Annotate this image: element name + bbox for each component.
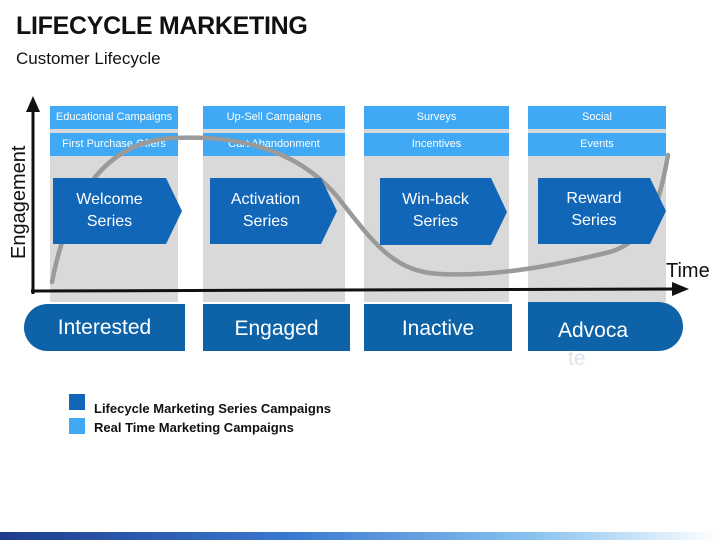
series-arrow-win-back — [380, 178, 507, 245]
realtime-tag-incentives: Incentives — [364, 133, 509, 156]
series-label-line-1: Reward — [566, 190, 622, 207]
realtime-tag-surveys: Surveys — [364, 106, 509, 129]
stage-interested: Interested — [24, 304, 185, 351]
stage-advocate: Advoca te — [528, 302, 683, 370]
y-axis-label: Engagement — [8, 145, 30, 259]
y-axis-arrowhead — [26, 96, 40, 112]
page-subtitle: Customer Lifecycle — [16, 49, 161, 68]
legend-swatch-series — [69, 394, 85, 410]
series-arrow-activation — [210, 178, 337, 244]
stage-label: Interested — [57, 316, 152, 339]
engagement-curve — [49, 135, 671, 285]
series-label-welcome: Welcome Series — [53, 189, 166, 233]
x-axis-arrowhead — [672, 282, 689, 296]
series-label-line-2: Series — [412, 213, 459, 230]
series-arrow-welcome — [53, 178, 182, 244]
stage-label: Inactive — [401, 317, 475, 340]
stage-inactive: Inactive — [364, 304, 512, 351]
realtime-tag-first-purchase-offers: First Purchase Offers — [50, 133, 178, 156]
series-label-line-1: Win-back — [402, 191, 469, 208]
series-label-reward: Reward Series — [538, 188, 650, 232]
stage-label: Advoca — [528, 319, 658, 343]
realtime-tag-events: Events — [528, 133, 666, 156]
stage-label-text: Advoca — [557, 319, 629, 342]
series-label-line-2: Series — [242, 213, 289, 230]
stage-label: Engaged — [234, 317, 319, 340]
legend-label-series: Lifecycle Marketing Series Campaigns — [94, 401, 331, 416]
page-title: LIFECYCLE MARKETING — [16, 12, 308, 40]
series-arrow-reward — [538, 178, 666, 244]
realtime-tag-cart-abandonment: Cart Abandonment — [203, 133, 345, 156]
stage-engaged: Engaged — [203, 304, 350, 351]
series-label-line-2: Series — [86, 213, 133, 230]
realtime-tag-up-sell-campaigns: Up-Sell Campaigns — [203, 106, 345, 129]
series-label-line-2: Series — [571, 212, 617, 229]
realtime-tag-educational-campaigns: Educational Campaigns — [50, 106, 178, 129]
series-label-line-1: Activation — [230, 191, 301, 208]
realtime-tag-social: Social — [528, 106, 666, 129]
series-label-win-back: Win-back Series — [380, 189, 491, 233]
stage-label-overflow: te — [568, 347, 586, 370]
legend-label-realtime: Real Time Marketing Campaigns — [94, 420, 294, 435]
legend-swatch-realtime — [69, 418, 85, 434]
footer-gradient-bar — [0, 532, 720, 540]
series-label-activation: Activation Series — [210, 189, 321, 233]
series-label-line-1: Welcome — [76, 191, 143, 208]
x-axis-line — [30, 287, 675, 293]
x-axis-label: Time — [666, 260, 710, 282]
